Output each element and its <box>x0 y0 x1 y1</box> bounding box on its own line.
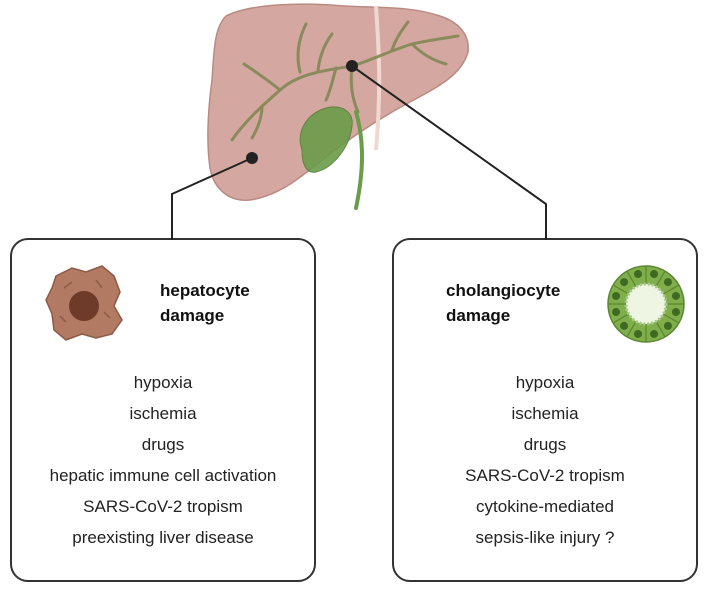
panel-title-line2: damage <box>160 306 225 325</box>
duct-cell-nucleus <box>620 321 629 330</box>
liver-shape <box>207 3 469 201</box>
cause-list: hypoxia ischemia drugs SARS-CoV-2 tropis… <box>394 367 696 553</box>
cause-item: drugs <box>141 435 185 454</box>
cause-item: sepsis-like injury ? <box>475 528 615 547</box>
cause-item: cytokine-mediated <box>476 497 614 516</box>
duct-cell-nucleus <box>650 270 659 279</box>
cause-item: hypoxia <box>133 373 193 392</box>
panel-title: hepatocyte damage <box>160 278 250 328</box>
panel-title-line1: hepatocyte <box>160 281 250 300</box>
panel-title-line1: cholangiocyte <box>446 281 561 300</box>
panel-title-line2: damage <box>446 306 511 325</box>
duct-cell-border <box>612 313 629 324</box>
hepatocyte-cell-icon <box>45 265 123 341</box>
duct-cell-border <box>663 313 680 324</box>
duct-cell-nucleus <box>663 321 672 330</box>
duct-cell-nucleus <box>671 291 680 300</box>
cause-item: preexisting liver disease <box>72 528 254 547</box>
cholangiocyte-damage-panel: cholangiocyte damage hypoxia ischemia dr… <box>392 238 698 582</box>
hepatocyte-damage-panel: hepatocyte damage hypoxia ischemia drugs… <box>10 238 316 582</box>
duct-cell-border <box>655 321 666 338</box>
duct-cell-border <box>626 321 637 338</box>
duct-cell-nucleus <box>671 308 680 317</box>
duct-cell-nucleus <box>620 278 629 287</box>
duct-cell-border <box>663 284 680 295</box>
duct-cell-nucleus <box>650 329 659 338</box>
duct-cell-border <box>612 284 629 295</box>
duct-cell-nucleus <box>633 329 642 338</box>
duct-cell-nucleus <box>612 308 621 317</box>
cholangiocyte-callout-dot <box>346 60 358 72</box>
duct-cell-border <box>626 270 637 287</box>
cause-item: hypoxia <box>515 373 575 392</box>
liver-illustration <box>207 3 469 210</box>
panel-title: cholangiocyte damage <box>446 278 560 328</box>
hepatocyte-callout-dot <box>246 152 258 164</box>
cause-item: SARS-CoV-2 tropism <box>83 497 243 516</box>
duct-cell-border <box>655 270 666 287</box>
cause-item: ischemia <box>511 404 579 423</box>
cause-list: hypoxia ischemia drugs hepatic immune ce… <box>12 367 314 553</box>
duct-cell-nucleus <box>663 278 672 287</box>
cause-item: ischemia <box>129 404 197 423</box>
cause-item: hepatic immune cell activation <box>49 466 277 485</box>
duct-cell-nucleus <box>633 270 642 279</box>
duct-cell-nucleus <box>612 291 621 300</box>
cause-item: drugs <box>523 435 567 454</box>
cause-item: SARS-CoV-2 tropism <box>465 466 625 485</box>
cholangiocyte-duct-icon <box>607 265 685 343</box>
